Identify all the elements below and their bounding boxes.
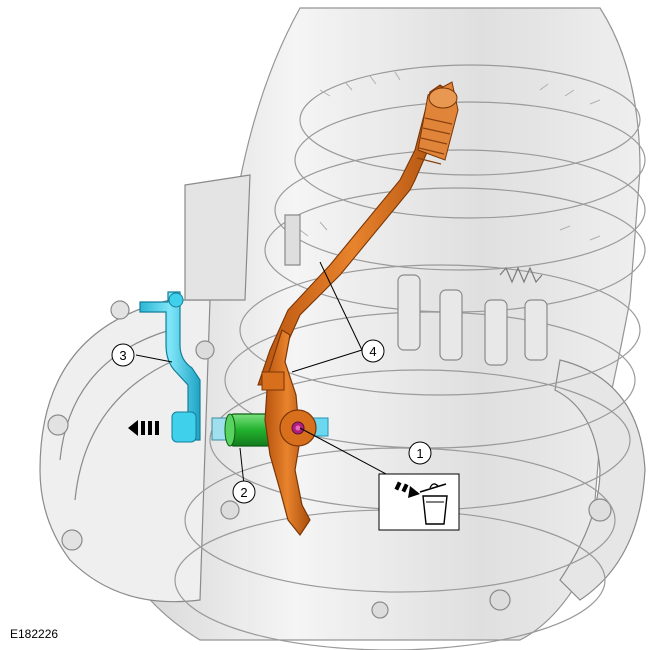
discard-part-bin-icon <box>378 473 460 531</box>
callout-4-label: 4 <box>369 344 376 359</box>
figure-id: E182226 <box>10 627 59 641</box>
leader-1 <box>299 427 387 475</box>
leader-3 <box>135 354 173 363</box>
callout-4: 4 <box>361 339 385 363</box>
transmission-housing <box>39 7 646 650</box>
callout-3-label: 3 <box>119 348 126 363</box>
leader-2 <box>239 447 245 486</box>
callout-2: 2 <box>232 480 256 504</box>
removal-direction-arrow-icon <box>128 420 159 436</box>
callout-3: 3 <box>111 343 135 367</box>
callout-1-label: 1 <box>416 446 423 461</box>
leader-4b <box>291 349 363 373</box>
leader-lines <box>135 261 387 486</box>
callout-1: 1 <box>408 441 432 465</box>
part-4-orange-lever-and-rod <box>257 81 459 537</box>
callout-2-label: 2 <box>240 485 247 500</box>
leader-4a <box>319 261 363 351</box>
